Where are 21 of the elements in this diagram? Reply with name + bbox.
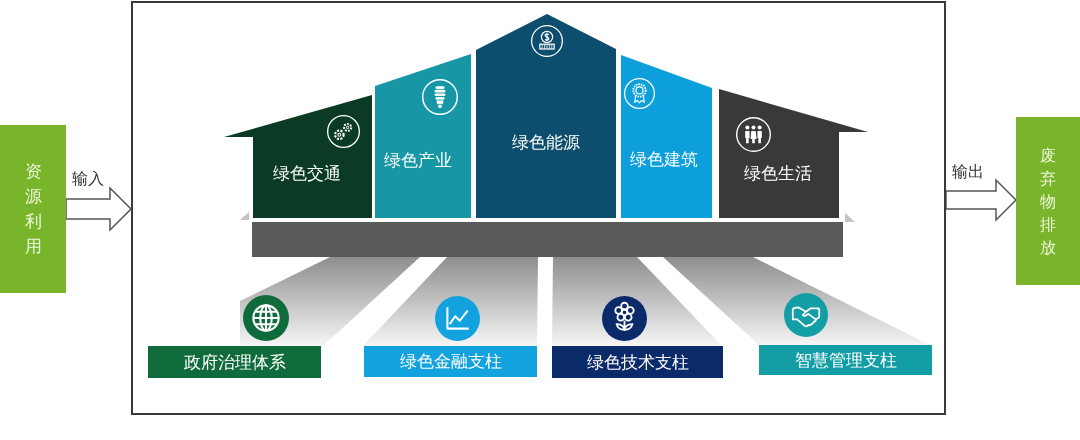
house-section bbox=[375, 54, 471, 218]
section-label: 绿色生活 bbox=[744, 162, 812, 184]
side-panel: 废弃物排放 bbox=[1016, 117, 1080, 285]
section-label: 绿色建筑 bbox=[630, 148, 698, 170]
edge-label: 输出 bbox=[952, 162, 984, 182]
block-arrow bbox=[945, 178, 1018, 222]
house-section bbox=[621, 55, 712, 218]
side-panel: 资源利用 bbox=[0, 125, 66, 293]
edge-label: 输入 bbox=[72, 169, 104, 189]
house-section bbox=[224, 95, 372, 218]
house-section bbox=[476, 14, 616, 218]
pillar-banner: 绿色技术支柱 bbox=[552, 346, 723, 378]
section-label: 绿色产业 bbox=[384, 149, 452, 171]
section-label: 绿色能源 bbox=[512, 131, 580, 153]
house-section bbox=[719, 89, 868, 218]
pillar-banner: 绿色金融支柱 bbox=[364, 346, 537, 377]
section-label: 绿色交通 bbox=[273, 162, 341, 184]
pillar-banner: 政府治理体系 bbox=[148, 346, 321, 378]
block-arrow bbox=[65, 186, 133, 232]
pillar-banner: 智慧管理支柱 bbox=[759, 345, 932, 375]
diagram-frame bbox=[131, 1, 946, 415]
